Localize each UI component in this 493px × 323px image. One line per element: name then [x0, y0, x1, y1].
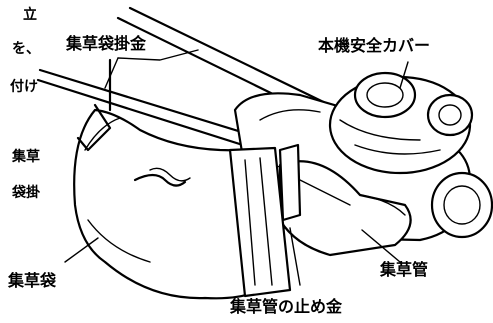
label-bag: 集草袋 [8, 271, 57, 290]
label-chute-clip: 集草管の止め金 [230, 297, 343, 316]
wheels [426, 93, 493, 239]
margin-line-4: 集草 [12, 149, 40, 165]
margin-line-2: を、 [12, 41, 40, 57]
label-chute: 集草管 [380, 260, 429, 279]
leader-lines [64, 49, 409, 286]
bag-hanger-hook [76, 58, 112, 152]
margin-line-1: 立 [23, 7, 37, 23]
grass-chute [278, 160, 412, 257]
margin-line-5: 袋掛 [12, 185, 40, 201]
margin-line-3: 付け [10, 79, 38, 95]
grass-bag [73, 108, 302, 300]
label-bag-hanger: 集草袋掛金 [66, 34, 147, 53]
label-safety-cover: 本機安全カバー [318, 36, 431, 55]
